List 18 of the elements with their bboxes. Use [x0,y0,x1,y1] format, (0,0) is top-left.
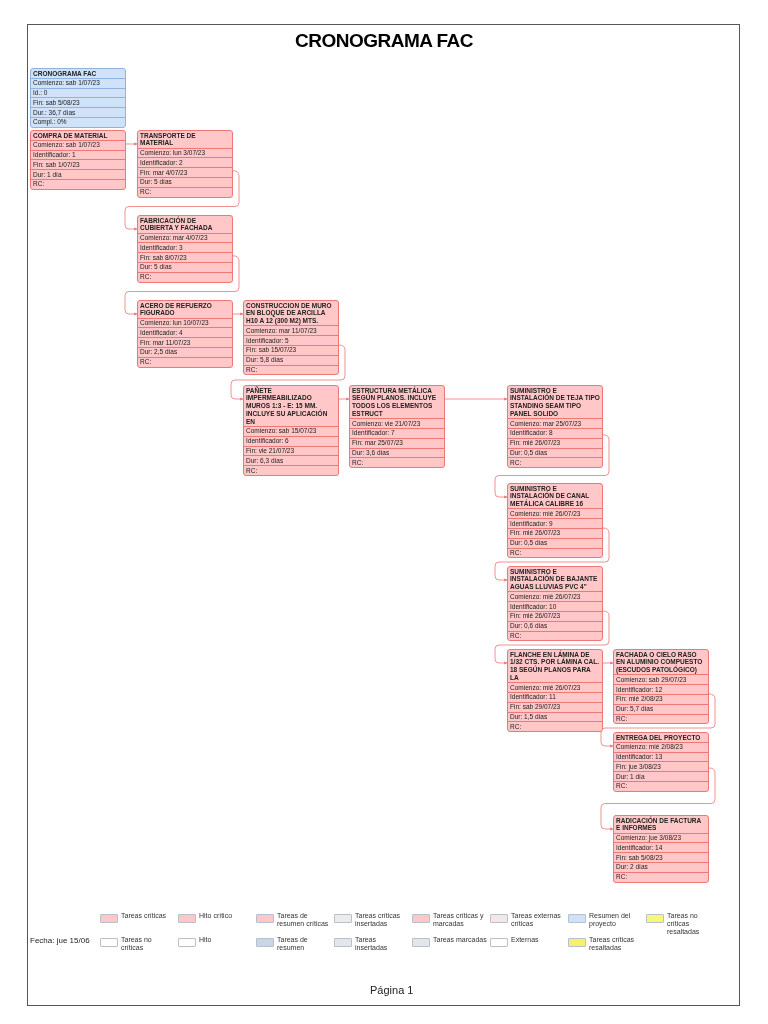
task-box [349,385,445,469]
task-box [137,300,233,368]
task-box [507,649,603,733]
task-box [243,385,339,476]
task-box [507,483,603,559]
project-summary-box [30,68,126,128]
task-box [137,130,233,198]
task-box [613,649,709,725]
task-box [30,130,126,190]
diagram-title: CRONOGRAMA FAC [294,30,474,52]
date-label: Fecha: jue 15/06 [30,936,90,946]
task-box [137,215,233,283]
task-box [613,815,709,883]
task-box [507,385,603,469]
page-number: Página 1 [370,984,414,997]
task-box [507,566,603,642]
task-box [243,300,339,376]
task-box [613,732,709,792]
